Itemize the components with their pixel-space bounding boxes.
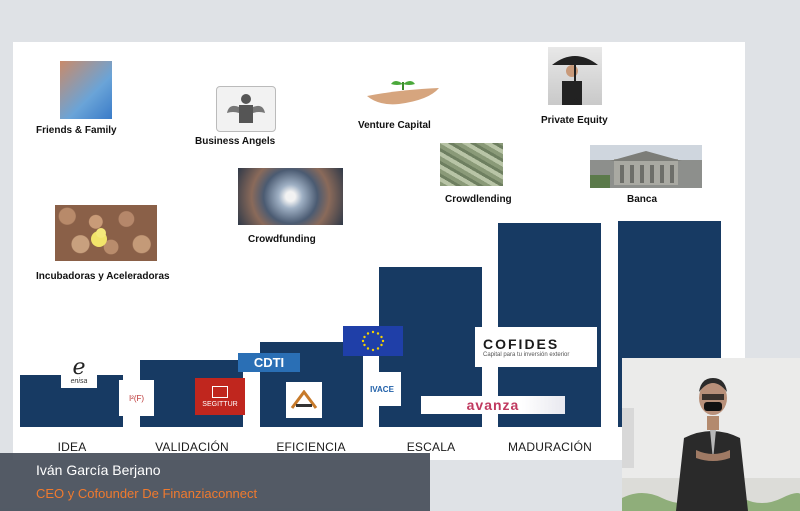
enisa-logo: e enisa (61, 354, 97, 388)
ivace-logo: IVACE (363, 372, 401, 406)
speaker-role: CEO y Cofounder De Finanziaconnect (36, 486, 258, 501)
label-private-equity: Private Equity (541, 115, 608, 126)
label-friends-family: Friends & Family (36, 125, 117, 136)
cofides-tagline: Capital para tu inversión exterior (483, 352, 570, 358)
crowd-image (238, 168, 343, 225)
stage-maduracion: MADURACIÓN (507, 440, 592, 454)
segittur-logo-text: SEGITTUR (202, 400, 238, 408)
cdti-logo: CDTI (238, 353, 300, 372)
speaker-video (622, 358, 800, 511)
label-crowdfunding: Crowdfunding (248, 234, 316, 245)
angel-icon (216, 86, 276, 132)
label-incubadoras: Incubadoras y Aceleradoras (36, 271, 170, 282)
segittur-logo-mark (212, 385, 228, 398)
avanza-logo-text: avanza (466, 397, 520, 413)
businessman-umbrella-image (548, 47, 602, 105)
sprout-hand-image (365, 76, 441, 108)
segittur-logo: SEGITTUR (195, 378, 245, 415)
ivf-logo: I²(F) (119, 380, 154, 416)
presentation-slide: IDEA VALIDACIÓN EFICIENCIA ESCALA MADURA… (13, 42, 745, 460)
stage-escala: ESCALA (406, 440, 456, 454)
label-business-angels: Business Angels (195, 136, 276, 147)
avanza-logo: avanza (421, 396, 565, 414)
cofides-logo-text: COFIDES (483, 336, 560, 352)
eu-flag-logo (343, 326, 403, 356)
ivace-logo-text: IVACE (370, 384, 394, 394)
avi-logo (286, 382, 322, 418)
stage-eficiencia: EFICIENCIA (276, 440, 346, 454)
bank-building-image (590, 145, 702, 188)
cofides-logo: COFIDES Capital para tu inversión exteri… (475, 327, 597, 367)
enisa-logo-text: enisa (70, 377, 88, 385)
eggs-chick-image (55, 205, 157, 261)
bar-maduracion (498, 223, 601, 427)
ivf-logo-text: I²(F) (128, 393, 145, 403)
label-crowdlending: Crowdlending (445, 194, 512, 205)
speaker-lower-third: Iván García Berjano CEO y Cofounder De F… (0, 453, 430, 511)
speaker-name: Iván García Berjano (36, 462, 161, 478)
stage-validacion: VALIDACIÓN (155, 440, 229, 454)
label-venture-capital: Venture Capital (358, 120, 431, 131)
enisa-e-glyph: e (72, 354, 86, 380)
stage-idea: IDEA (57, 440, 87, 454)
child-globe-image (60, 61, 112, 119)
cdti-logo-text: CDTI (253, 355, 285, 370)
banknotes-image (440, 143, 503, 186)
label-banca: Banca (627, 194, 658, 205)
